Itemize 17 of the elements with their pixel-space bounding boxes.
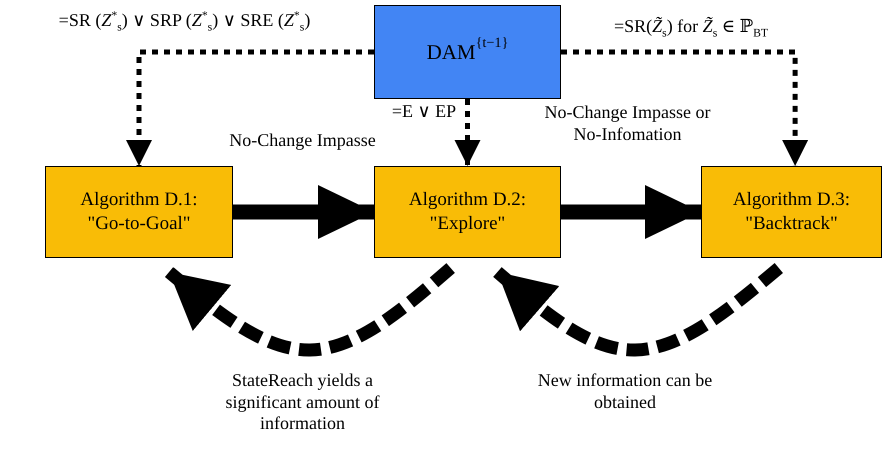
edge-label: No-Change Impasse or No-Infomation <box>544 102 712 146</box>
arrow <box>164 263 455 356</box>
algorithm-box: Algorithm D.2: "Explore" <box>374 166 561 258</box>
edge-label: No-Change Impasse <box>228 130 377 152</box>
algorithm-box: Algorithm D.1: "Go-to-Goal" <box>45 166 233 258</box>
arrow <box>126 50 374 166</box>
arrow <box>561 50 808 166</box>
edge-label: New information can be obtained <box>536 370 714 414</box>
arrow <box>233 185 374 239</box>
edge-label: StateReach yields a significant amount of information <box>224 370 380 435</box>
edge-label: =E ∨ EP <box>390 101 458 123</box>
edge-label: =SR (Z$^{*}$$_{s}$) ∨ SRP (Z$^{*}$$_{s}$) ∨ SRE (Z$^{*}$$_{s}$) <box>58 10 312 32</box>
algorithm-box: Algorithm D.3: "Backtrack" <box>701 166 882 258</box>
arrow <box>561 185 701 239</box>
edge-label: =SR(Z̃$_{s}$) for Z̃$_{s}$ ∈ ℙ$_{BT}$ <box>612 16 770 38</box>
arrow <box>454 99 480 166</box>
arrow <box>493 263 783 356</box>
